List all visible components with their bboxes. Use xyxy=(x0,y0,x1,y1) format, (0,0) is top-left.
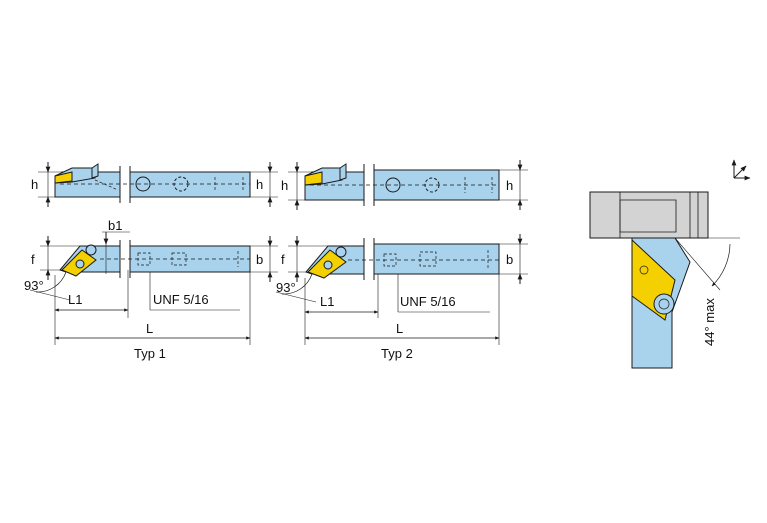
typ2-caption: Typ 2 xyxy=(381,346,413,361)
typ1-h-left-label: h xyxy=(31,177,38,192)
typ2-top-view xyxy=(288,160,528,210)
typ1-b1-label: b1 xyxy=(108,218,122,233)
typ1-l-label: L xyxy=(146,321,153,336)
typ1-l1-label: L1 xyxy=(68,292,82,307)
typ1-front-view xyxy=(29,231,278,345)
typ1-top-view xyxy=(38,162,278,207)
max-angle-label: 44° max xyxy=(702,298,717,346)
typ2-b-label: b xyxy=(506,252,513,267)
axis-arrows-icon xyxy=(731,159,751,181)
typ1-caption: Typ 1 xyxy=(134,346,166,361)
typ2-angle-label: 93° xyxy=(276,280,296,295)
typ1-f-label: f xyxy=(31,252,35,267)
typ2-l-label: L xyxy=(396,321,403,336)
typ2-l1-label: L1 xyxy=(320,294,334,309)
detail-view xyxy=(589,191,740,369)
typ1-angle-label: 93° xyxy=(24,278,44,293)
typ2-front-view xyxy=(275,234,528,345)
typ2-thread-label: UNF 5/16 xyxy=(400,294,456,309)
typ2-h-right-label: h xyxy=(506,178,513,193)
typ1-b-label: b xyxy=(256,252,263,267)
screw-icon xyxy=(85,244,97,256)
typ2-h-left-label: h xyxy=(281,178,288,193)
screw-icon xyxy=(335,246,347,258)
typ1-h-right-label: h xyxy=(256,177,263,192)
typ2-f-label: f xyxy=(281,252,285,267)
typ1-thread-label: UNF 5/16 xyxy=(153,292,209,307)
